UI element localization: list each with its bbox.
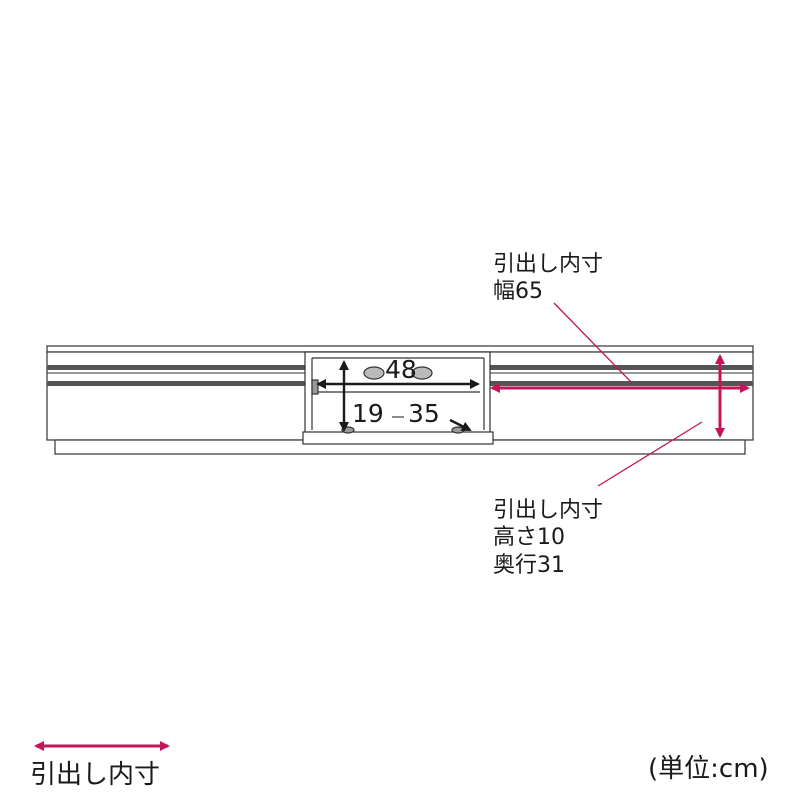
leader-width bbox=[553, 302, 633, 384]
open-depth-label: 35 bbox=[408, 399, 440, 428]
open-depth-arrow bbox=[449, 418, 472, 432]
left-drawer-front bbox=[47, 365, 305, 386]
cable-hole-right bbox=[451, 426, 465, 434]
leader-height-depth bbox=[597, 421, 703, 487]
hinge-left bbox=[311, 379, 319, 395]
legend-label: 引出し内寸 bbox=[30, 760, 161, 790]
drawer-opening bbox=[304, 351, 491, 435]
callout-width-value: 幅65 bbox=[493, 279, 543, 304]
callout-height-value: 高さ10 bbox=[493, 525, 565, 550]
open-width-label: 48 bbox=[385, 355, 417, 384]
cabinet-top bbox=[46, 345, 754, 353]
open-drawer bbox=[302, 351, 494, 445]
unit-note: (単位:cm) bbox=[648, 754, 769, 784]
open-height-label: 19 bbox=[352, 399, 384, 428]
callout-hd-title: 引出し内寸 bbox=[493, 498, 604, 523]
callout-width-title: 引出し内寸 bbox=[493, 252, 604, 277]
callout-depth-value: 奥行31 bbox=[493, 553, 565, 578]
drawer-front-lowered bbox=[302, 431, 494, 445]
vent-hole-left bbox=[363, 366, 385, 380]
